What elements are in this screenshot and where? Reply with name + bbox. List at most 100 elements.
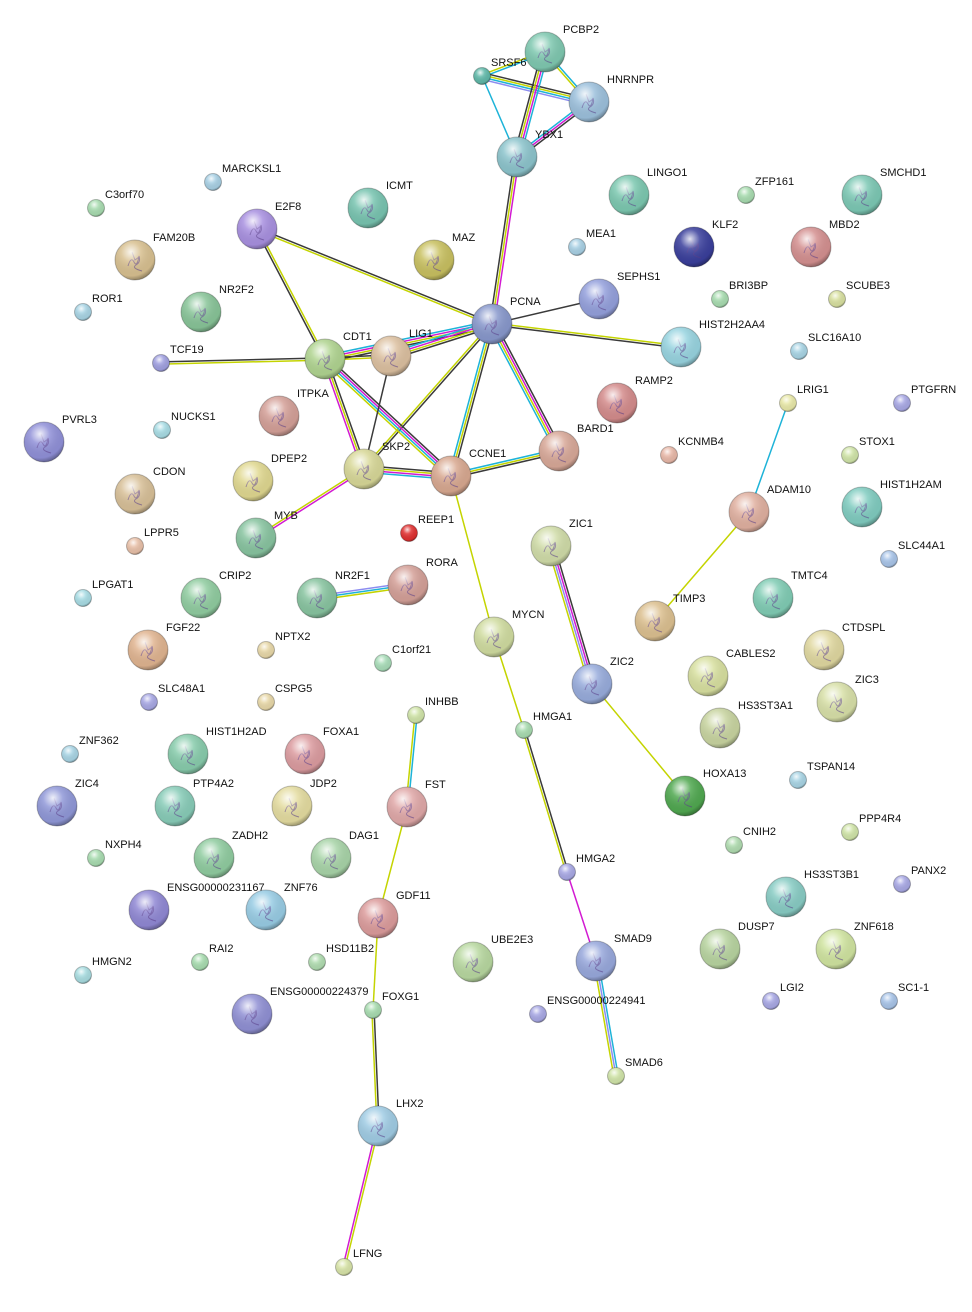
node-YBX1[interactable]: YBX1 — [496, 129, 563, 178]
node-SMAD9[interactable]: SMAD9 — [575, 933, 652, 982]
edge-CDT1-CCNE1[interactable] — [322, 356, 454, 479]
node-SEPHS1[interactable]: SEPHS1 — [578, 271, 660, 320]
node-SLC44A1[interactable]: SLC44A1 — [880, 540, 946, 568]
node-PCNA[interactable]: PCNA — [471, 296, 541, 345]
node-NPTX2[interactable]: NPTX2 — [257, 631, 311, 659]
edge-ZIC1-ZIC2[interactable] — [547, 544, 596, 686]
node-HNRNPR[interactable]: HNRNPR — [568, 74, 654, 123]
node-NUCKS1[interactable]: NUCKS1 — [153, 411, 216, 439]
node-ZIC1[interactable]: ZIC1 — [530, 518, 593, 567]
node-MBD2[interactable]: MBD2 — [790, 219, 860, 268]
node-HIST1H2AD[interactable]: HIST1H2AD — [167, 726, 267, 775]
node-MEA1[interactable]: MEA1 — [568, 228, 616, 256]
edge-PCNA-SKP2[interactable] — [362, 322, 494, 471]
node-CRIP2[interactable]: CRIP2 — [180, 570, 251, 619]
node-ZIC3[interactable]: ZIC3 — [816, 674, 879, 723]
node-SLC16A10[interactable]: SLC16A10 — [790, 332, 862, 360]
node-NXPH4[interactable]: NXPH4 — [87, 839, 142, 867]
node-MYB[interactable]: MYB — [235, 510, 298, 559]
node-ENSG00000224941[interactable]: ENSG00000224941 — [529, 995, 646, 1023]
node-ADAM10[interactable]: ADAM10 — [728, 484, 811, 533]
edge-ADAM10-TIMP3[interactable] — [654, 511, 750, 622]
node-FGF22[interactable]: FGF22 — [127, 622, 200, 671]
node-SC1-1[interactable]: SC1-1 — [880, 982, 930, 1010]
node-TIMP3[interactable]: TIMP3 — [634, 593, 705, 642]
node-MAZ[interactable]: MAZ — [413, 232, 476, 281]
node-HMGA2[interactable]: HMGA2 — [558, 853, 616, 881]
node-CABLES2[interactable]: CABLES2 — [687, 648, 776, 697]
node-CTDSPL[interactable]: CTDSPL — [803, 622, 885, 671]
node-HS3ST3A1[interactable]: HS3ST3A1 — [699, 700, 793, 749]
node-JDP2[interactable]: JDP2 — [271, 778, 337, 827]
node-SRSF6[interactable]: SRSF6 — [473, 57, 527, 85]
node-PTP4A2[interactable]: PTP4A2 — [154, 778, 234, 827]
node-LPPR5[interactable]: LPPR5 — [126, 527, 179, 555]
node-KLF2[interactable]: KLF2 — [673, 219, 738, 268]
node-ROR1[interactable]: ROR1 — [74, 293, 123, 321]
node-DUSP7[interactable]: DUSP7 — [699, 921, 775, 970]
node-PPP4R4[interactable]: PPP4R4 — [841, 813, 902, 841]
node-KCNMB4[interactable]: KCNMB4 — [660, 436, 724, 464]
node-CDT1[interactable]: CDT1 — [304, 331, 372, 380]
node-TCF19[interactable]: TCF19 — [152, 344, 204, 372]
node-ZADH2[interactable]: ZADH2 — [193, 830, 268, 879]
edge-ZIC2-HOXA13[interactable] — [591, 683, 686, 797]
node-CDON[interactable]: CDON — [114, 466, 185, 515]
node-NR2F1[interactable]: NR2F1 — [296, 570, 370, 619]
node-LPGAT1[interactable]: LPGAT1 — [74, 579, 134, 607]
node-HMGN2[interactable]: HMGN2 — [74, 956, 132, 984]
node-SKP2[interactable]: SKP2 — [343, 441, 410, 490]
node-HOXA13[interactable]: HOXA13 — [664, 768, 746, 817]
node-FAM20B[interactable]: FAM20B — [114, 232, 195, 281]
node-FST[interactable]: FST — [386, 779, 446, 828]
node-FOXA1[interactable]: FOXA1 — [284, 726, 359, 775]
node-ICMT[interactable]: ICMT — [347, 180, 413, 229]
node-NR2F2[interactable]: NR2F2 — [180, 284, 254, 333]
node-TMTC4[interactable]: TMTC4 — [752, 570, 828, 619]
node-ENSG00000231167[interactable]: ENSG00000231167 — [128, 882, 265, 931]
node-BARD1[interactable]: BARD1 — [538, 423, 614, 472]
edge-E2F8-PCNA[interactable] — [256, 227, 493, 326]
edge-PCNA-BARD1[interactable] — [488, 322, 563, 453]
node-ENSG00000224379[interactable]: ENSG00000224379 — [231, 986, 368, 1035]
edge-YBX1-PCNA[interactable] — [489, 156, 520, 325]
node-C3orf70[interactable]: C3orf70 — [87, 189, 145, 217]
node-INHBB[interactable]: INHBB — [407, 696, 459, 724]
node-ITPKA[interactable]: ITPKA — [258, 388, 329, 437]
node-PTGFRN[interactable]: PTGFRN — [893, 384, 957, 412]
node-HIST2H2AA4[interactable]: HIST2H2AA4 — [660, 319, 765, 368]
node-STOX1[interactable]: STOX1 — [841, 436, 895, 464]
node-MYCN[interactable]: MYCN — [473, 609, 544, 658]
node-LHX2[interactable]: LHX2 — [357, 1098, 424, 1147]
edge-LHX2-LFNG[interactable] — [342, 1125, 380, 1268]
node-HSD11B2[interactable]: HSD11B2 — [308, 943, 375, 971]
node-UBE2E3[interactable]: UBE2E3 — [452, 934, 533, 983]
node-REEP1[interactable]: REEP1 — [400, 514, 455, 542]
node-LFNG[interactable]: LFNG — [335, 1248, 383, 1276]
node-LRIG1[interactable]: LRIG1 — [779, 384, 829, 412]
node-PVRL3[interactable]: PVRL3 — [23, 414, 97, 463]
node-SCUBE3[interactable]: SCUBE3 — [828, 280, 891, 308]
node-ZIC2[interactable]: ZIC2 — [571, 656, 634, 705]
node-DAG1[interactable]: DAG1 — [310, 830, 379, 879]
node-CNIH2[interactable]: CNIH2 — [725, 826, 777, 854]
node-FOXG1[interactable]: FOXG1 — [364, 991, 420, 1019]
edge-PCNA-CCNE1[interactable] — [448, 323, 495, 477]
node-ZIC4[interactable]: ZIC4 — [36, 778, 99, 827]
node-LGI2[interactable]: LGI2 — [762, 982, 804, 1010]
node-RAMP2[interactable]: RAMP2 — [596, 375, 673, 424]
node-HIST1H2AM[interactable]: HIST1H2AM — [841, 479, 942, 528]
node-HMGA1[interactable]: HMGA1 — [515, 711, 573, 739]
node-TSPAN14[interactable]: TSPAN14 — [789, 761, 856, 789]
edge-E2F8-CDT1[interactable] — [255, 228, 327, 360]
node-PCBP2[interactable]: PCBP2 — [524, 24, 599, 73]
node-SLC48A1[interactable]: SLC48A1 — [140, 683, 206, 711]
node-PANX2[interactable]: PANX2 — [893, 865, 947, 893]
node-LIG1[interactable]: LIG1 — [370, 328, 433, 377]
edge-TCF19-CDT1[interactable] — [160, 357, 326, 365]
node-HS3ST3B1[interactable]: HS3ST3B1 — [765, 869, 859, 918]
node-ZNF76[interactable]: ZNF76 — [245, 882, 318, 931]
node-ZNF362[interactable]: ZNF362 — [61, 735, 119, 763]
node-SMCHD1[interactable]: SMCHD1 — [841, 167, 926, 216]
